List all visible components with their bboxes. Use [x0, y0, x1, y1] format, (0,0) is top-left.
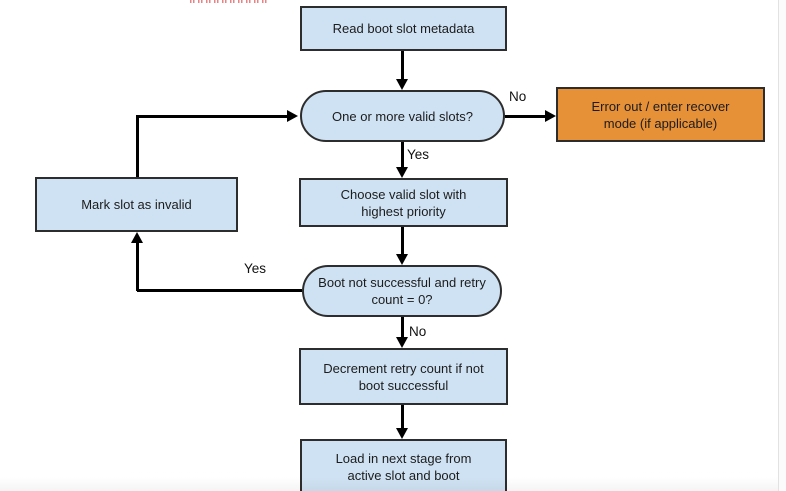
arrowhead-right-icon [545, 110, 556, 122]
connector-bootcheck-to-decrement [401, 317, 404, 339]
connector-choose-to-bootcheck [401, 227, 404, 255]
node-label: Read boot slot metadata [332, 21, 475, 36]
connector-validslots-to-choose [401, 142, 404, 169]
arrowhead-right-icon [287, 110, 298, 122]
node-label: One or more valid slots? [332, 108, 473, 124]
arrowhead-down-icon [396, 254, 408, 265]
node-error-recover-mode[interactable]: Error out / enter recover mode (if appli… [556, 87, 765, 142]
arrowhead-down-icon [396, 337, 408, 348]
edge-label-yes-mark: Yes [244, 261, 267, 276]
arrowhead-down-icon [396, 79, 408, 90]
node-mark-slot-invalid[interactable]: Mark slot as invalid [35, 177, 238, 232]
arrowhead-up-icon [131, 232, 143, 243]
node-label: Decrement retry count if not boot succes… [323, 360, 484, 393]
node-label: Mark slot as invalid [81, 197, 192, 212]
edge-label-no-decrement: No [409, 324, 427, 339]
arrowhead-down-icon [396, 428, 408, 439]
node-decrement-retry-count[interactable]: Decrement retry count if not boot succes… [299, 348, 508, 405]
connector-markinvalid-vert [136, 116, 139, 177]
node-load-next-stage[interactable]: Load in next stage from active slot and … [300, 439, 507, 491]
connector-bootcheck-to-markinvalid [137, 289, 302, 292]
node-label: Choose valid slot with highest priority [340, 186, 467, 219]
connector-validslots-to-error [505, 115, 547, 118]
node-decision-valid-slots[interactable]: One or more valid slots? [300, 90, 505, 142]
edge-label-yes-choose: Yes [407, 147, 430, 162]
node-label: Error out / enter recover mode (if appli… [591, 98, 730, 131]
connector-bootcheck-to-markinvalid-vert [136, 241, 139, 291]
page-bottom-shadow [0, 477, 778, 491]
connector-decrement-to-load [401, 405, 404, 430]
connector-markinvalid-to-validslots [136, 115, 288, 118]
node-choose-valid-slot[interactable]: Choose valid slot with highest priority [299, 178, 508, 227]
node-label: Load in next stage from active slot and … [335, 451, 472, 483]
node-label: Boot not successful and retry count = 0? [318, 275, 486, 307]
node-decision-boot-not-successful[interactable]: Boot not successful and retry count = 0? [302, 265, 502, 317]
arrowhead-down-icon [396, 167, 408, 178]
clipped-red-text-marks [190, 0, 267, 3]
scrollbar-track[interactable] [778, 0, 786, 491]
node-read-boot-slot-metadata[interactable]: Read boot slot metadata [300, 6, 507, 51]
connector-read-to-validslots [401, 51, 404, 81]
edge-label-no-error: No [509, 89, 527, 104]
